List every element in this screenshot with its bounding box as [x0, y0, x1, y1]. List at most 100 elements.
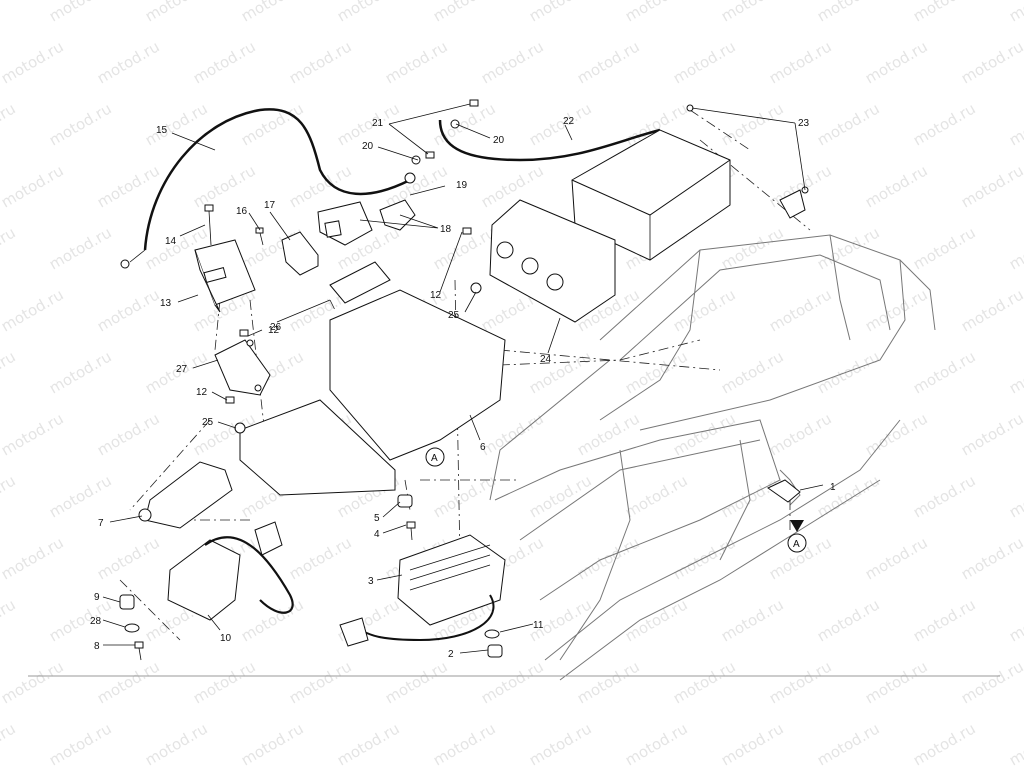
- label-13: 13: [160, 298, 172, 309]
- label-23: 23: [798, 118, 810, 129]
- watermark-text: motod.ru: [718, 223, 787, 273]
- watermark-text: motod.ru: [286, 657, 355, 707]
- watermark-text: motod.ru: [142, 0, 211, 25]
- label-26: 26: [270, 322, 282, 333]
- label-20: 20: [493, 135, 505, 146]
- watermark-text: motod.ru: [238, 719, 307, 768]
- watermark-text: motod.ru: [46, 0, 115, 25]
- part-15-cable: [120, 108, 416, 269]
- watermark-text: motod.ru: [622, 471, 691, 521]
- part-24-battery-holder: [489, 199, 616, 323]
- label-22: 22: [563, 116, 575, 127]
- part-16-bolt: [255, 227, 264, 246]
- watermark-text: motod.ru: [718, 719, 787, 768]
- watermark-text: motod.ru: [238, 595, 307, 645]
- watermark-text: motod.ru: [526, 99, 595, 149]
- label-9: 9: [94, 592, 100, 603]
- watermark-text: motod.ru: [238, 99, 307, 149]
- leader-lines: [102, 103, 824, 654]
- watermark-text: motod.ru: [334, 0, 403, 25]
- label-5: 5: [374, 513, 380, 524]
- watermark-text: motod.ru: [478, 37, 547, 87]
- watermark-text: motod.ru: [0, 409, 67, 459]
- part-4-bolt: [406, 521, 416, 541]
- watermark-text: motod.ru: [958, 37, 1024, 87]
- watermark-text: motod.ru: [94, 285, 163, 335]
- label-27: 27: [176, 364, 188, 375]
- watermark-text: motod.ru: [0, 471, 19, 521]
- watermark-text: motod.ru: [910, 347, 979, 397]
- watermark-text: motod.ru: [526, 0, 595, 25]
- part-14-bolt: [204, 204, 214, 246]
- part-23-battery: [571, 104, 809, 261]
- watermark-text: motod.ru: [862, 409, 931, 459]
- part-13-ecu-module: [194, 239, 256, 313]
- watermark-text: motod.ru: [0, 161, 67, 211]
- watermark-text: motod.ru: [718, 99, 787, 149]
- watermark-text: motod.ru: [718, 0, 787, 25]
- watermark-text: motod.ru: [814, 471, 883, 521]
- watermark-text: motod.ru: [430, 0, 499, 25]
- watermark-text: motod.ru: [814, 595, 883, 645]
- watermark-text: motod.ru: [910, 223, 979, 273]
- watermark-text: motod.ru: [862, 37, 931, 87]
- label-18: 18: [440, 224, 452, 235]
- watermark-text: motod.ru: [670, 37, 739, 87]
- watermark-text: motod.ru: [958, 533, 1024, 583]
- label-12: 12: [430, 290, 442, 301]
- watermark-text: motod.ru: [1006, 0, 1024, 25]
- watermark-text: motod.ru: [574, 533, 643, 583]
- watermark-text: motod.ru: [46, 719, 115, 768]
- reference-marker-a-frame: A: [787, 520, 807, 553]
- watermark-text: motod.ru: [478, 161, 547, 211]
- watermark-text: motod.ru: [766, 37, 835, 87]
- label-19: 19: [456, 180, 468, 191]
- part-1-bracket: [767, 479, 801, 503]
- label-15: 15: [156, 125, 168, 136]
- label-25: 25: [202, 417, 214, 428]
- watermark-text: motod.ru: [0, 595, 19, 645]
- watermark-text: motod.ru: [1006, 595, 1024, 645]
- watermark-text: motod.ru: [814, 0, 883, 25]
- watermark-text: motod.ru: [190, 161, 259, 211]
- watermark-text: motod.ru: [0, 347, 19, 397]
- watermark-text: motod.ru: [526, 471, 595, 521]
- label-28: 28: [90, 616, 102, 627]
- watermark-text: motod.ru: [670, 285, 739, 335]
- reference-marker-text: A: [431, 453, 438, 464]
- rear-subframe: [489, 234, 936, 681]
- part-6-tray: [239, 289, 506, 496]
- watermark-text: motod.ru: [94, 533, 163, 583]
- part-3-regulator: [339, 534, 506, 647]
- watermark-text: motod.ru: [142, 99, 211, 149]
- label-16: 16: [236, 206, 248, 217]
- watermark-text: motod.ru: [94, 37, 163, 87]
- watermark-text: motod.ru: [910, 99, 979, 149]
- watermark-text: motod.ru: [286, 37, 355, 87]
- watermark-text: motod.ru: [862, 657, 931, 707]
- part-9-grommet: [119, 594, 135, 610]
- watermark-text: motod.ru: [1006, 223, 1024, 273]
- watermark-text: motod.ru: [910, 595, 979, 645]
- watermark-text: motod.ru: [910, 471, 979, 521]
- watermark-text: motod.ru: [718, 471, 787, 521]
- watermark-text: motod.ru: [190, 37, 259, 87]
- watermark-text: motod.ru: [1006, 99, 1024, 149]
- label-12: 12: [268, 325, 280, 336]
- watermark-text: motod.ru: [46, 347, 115, 397]
- watermark-text: motod.ru: [46, 99, 115, 149]
- watermark-text: motod.ru: [382, 37, 451, 87]
- watermark-text: motod.ru: [958, 285, 1024, 335]
- watermark-text: motod.ru: [574, 37, 643, 87]
- part-5-spacer: [397, 494, 413, 508]
- part-labels: 1 2 3 4 5 6 7 8 9 10 11 12 12 12 13 14 1…: [90, 116, 836, 660]
- label-17: 17: [264, 200, 276, 211]
- label-4: 4: [374, 529, 380, 540]
- watermark-text: motod.ru: [94, 409, 163, 459]
- watermark-text: motod.ru: [814, 223, 883, 273]
- watermark-text: motod.ru: [862, 285, 931, 335]
- label-20: 20: [362, 141, 374, 152]
- watermark-text: motod.ru: [766, 409, 835, 459]
